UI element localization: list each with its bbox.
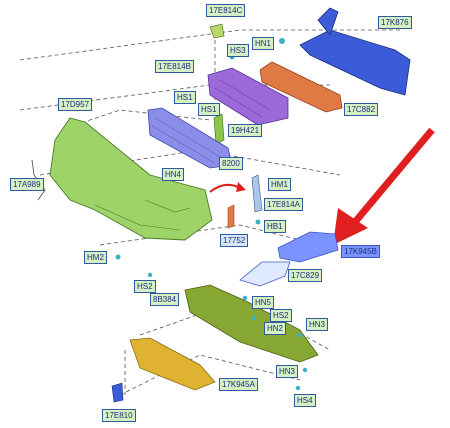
label-hn3-a: HN3 [306, 318, 329, 331]
label-19h421: 19H421 [228, 124, 263, 137]
label-hs2-b: HS2 [270, 309, 292, 322]
bracket-17e810 [111, 382, 124, 403]
bracket-17752 [227, 204, 235, 229]
label-hs4: HS4 [294, 394, 316, 407]
label-hm2: HM2 [84, 251, 107, 264]
label-hs2-a: HS2 [134, 280, 156, 293]
label-17e810: 17E810 [102, 409, 136, 422]
label-hn3-b: HN3 [276, 365, 299, 378]
highlight-arrow [347, 127, 435, 231]
label-hn1: HN1 [252, 37, 275, 50]
label-17e814b: 17E814B [155, 60, 194, 73]
bracket-17c882 [259, 61, 343, 113]
trim-17k945b [277, 231, 339, 263]
label-hm1: HM1 [268, 178, 291, 191]
label-hn2: HN2 [264, 322, 287, 335]
undertray [129, 337, 216, 391]
label-17e814c: 17E814C [206, 4, 246, 17]
label-17k945b: 17K945B [341, 245, 380, 258]
label-17c882: 17C882 [344, 103, 379, 116]
small-arrow [209, 183, 241, 193]
bracket-17e814a [251, 174, 263, 213]
grille-upper [207, 67, 289, 126]
label-hn5: HN5 [252, 296, 275, 309]
label-hs1-a: HS1 [174, 91, 196, 104]
label-17k876: 17K876 [378, 16, 412, 29]
label-17k945a: 17K945A [219, 378, 258, 391]
trim-17c829 [239, 261, 291, 287]
bracket-17e814c [209, 23, 225, 39]
bracket-19h421 [213, 113, 225, 145]
label-hb1: HB1 [264, 220, 286, 233]
label-hn4: HN4 [162, 168, 185, 181]
skid-plate [184, 284, 319, 363]
reinforcement-bar [299, 29, 411, 96]
label-8b384: 8B384 [150, 293, 180, 306]
label-hs3: HS3 [227, 44, 249, 57]
clip-hn1 [279, 38, 285, 44]
label-hs1-b: HS1 [198, 103, 220, 116]
label-8200: 8200 [219, 157, 243, 170]
front-bumper [49, 117, 213, 241]
label-17d957: 17D957 [58, 98, 93, 111]
label-17c829: 17C829 [288, 269, 323, 282]
label-17752: 17752 [220, 234, 249, 247]
label-17e814a: 17E814A [264, 198, 303, 211]
label-17a989: 17A989 [10, 178, 44, 191]
